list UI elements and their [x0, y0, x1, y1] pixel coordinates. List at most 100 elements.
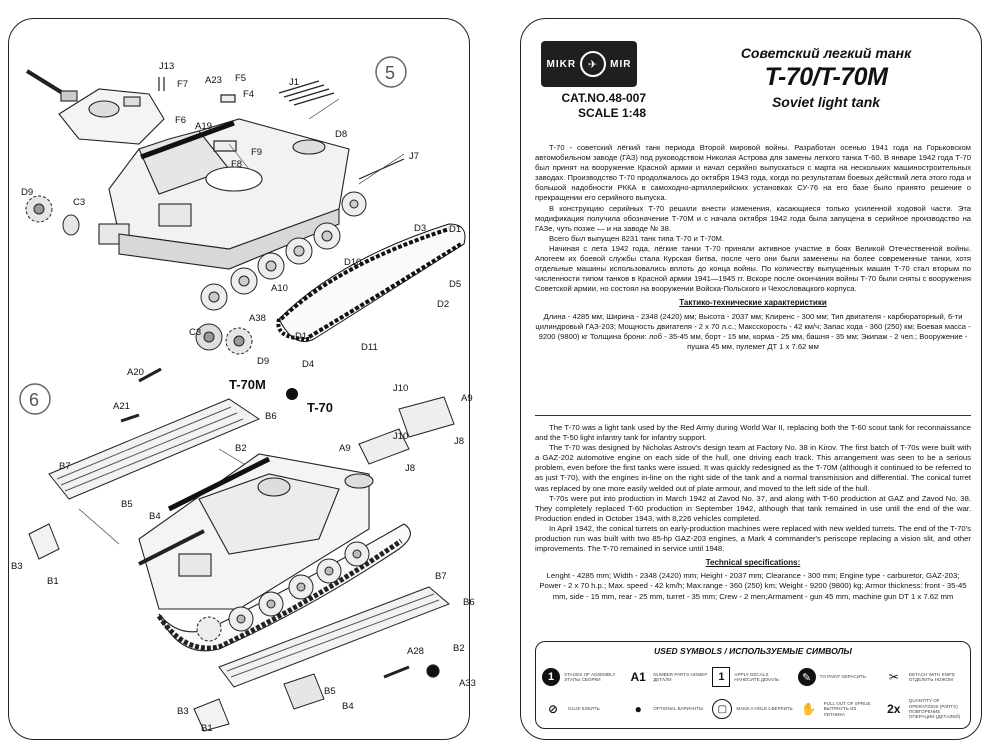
english-description: The T-70 was a light tank used by the Re…	[535, 423, 971, 602]
en-paragraph: T-70s were put into production in March …	[535, 493, 971, 523]
step5-part-label: A10	[271, 283, 288, 294]
scale-label: SCALE 1:48	[577, 106, 646, 120]
step5-part-label: J13	[159, 61, 174, 72]
step6-part-label: B6	[265, 411, 277, 422]
step5-part-label: F7	[177, 79, 188, 90]
small-parts-step5	[158, 77, 405, 180]
step6-part-label: J8	[405, 463, 415, 474]
en-paragraph: The T-70 was designed by Nicholas Astrov…	[535, 443, 971, 493]
symbol-description: OPTIONAL ВАРИАНТЫ	[653, 706, 704, 712]
catalog-number: CAT.NO.48-007	[561, 91, 646, 105]
symbol-description: QUANTITY OF OPERATIONS (PARTS) ПОВТОРЕНИ…	[908, 698, 961, 720]
step6-part-label: B1	[201, 723, 213, 734]
step5-part-label: A38	[249, 313, 266, 324]
hull-drawing-step5	[98, 118, 350, 270]
leader-lines	[78, 98, 405, 545]
symbol-item: 2x QUANTITY OF OPERATIONS (PARTS) ПОВТОРЕ…	[883, 694, 964, 724]
catalog-info: CAT.NO.48-007 SCALE 1:48	[541, 91, 646, 121]
step6-part-label: A9	[339, 443, 351, 454]
knife-icon: ✂	[888, 670, 899, 684]
step6-part-label: A20	[127, 367, 144, 378]
step5-part-label: A19	[195, 121, 212, 132]
symbol-description: PULL OUT OF SPRUE ВЫТЯНУТЬ ИЗ ЛИТНИКА	[823, 700, 871, 717]
glue-icon: ⊘	[547, 702, 559, 716]
en-paragraph: In April 1942, the conical turrets on ea…	[535, 523, 971, 554]
ru-paragraph: В конструкцию серийных Т-70 решили внест…	[535, 203, 971, 233]
step5-part-label: F4	[243, 89, 254, 100]
step6-part-label: B2	[453, 643, 465, 654]
step5-part-label: D11	[361, 342, 378, 353]
en-spec-heading: Technical specifications:	[705, 558, 801, 568]
step5-part-label: J7	[409, 151, 419, 162]
paint-icon: ✎	[797, 668, 816, 686]
step6-part-label: B3	[11, 561, 23, 572]
step6-part-label: B7	[59, 461, 71, 472]
ru-spec-text: Длина - 4285 мм; Ширина - 2348 (2420) мм…	[535, 311, 971, 351]
step6-part-label: B7	[435, 571, 447, 582]
step6-part-label: A33	[459, 678, 476, 689]
optional-icon: ●	[634, 702, 642, 716]
step6-part-label: B2	[235, 443, 247, 454]
step-5-marker	[375, 56, 407, 88]
symbol-description: STAGES OF ASSEMBLY ЭТАПЫ СБОРКИ	[564, 671, 616, 682]
road-wheels-step6	[196, 541, 370, 642]
symbol-item: ✎TO PAINT ОКРАСИТЬ	[797, 662, 879, 692]
variant-t70-label: T-70	[307, 400, 333, 415]
tank-drawing-step6	[138, 453, 411, 652]
instruction-page-right: MIKR ✈ MIR CAT.NO.48-007 SCALE 1:48 Сове…	[520, 18, 982, 740]
small-parts-step6	[120, 367, 440, 679]
step6-part-label: B5	[121, 499, 133, 510]
fuel-tank-drawings	[358, 396, 455, 465]
step6-part-label: B3	[177, 706, 189, 717]
ru-paragraph: Т-70 - советский лёгкий танк периода Вто…	[535, 143, 971, 203]
decal-icon: 1	[712, 667, 731, 687]
step5-part-label: D1	[449, 224, 461, 235]
step5-part-label: C3	[189, 327, 201, 338]
ru-paragraph: Всего был выпущен 8231 танк типа Т-70 и …	[549, 233, 724, 243]
logo-emblem-icon: ✈	[580, 51, 607, 77]
step5-part-label: F6	[175, 115, 186, 126]
en-spec-text: Lenght - 4285 mm; Width - 2348 (2420) mm…	[539, 571, 967, 601]
step5-part-label: D10	[344, 257, 361, 268]
symbol-item: ⊘GLUE КЛЕИТЬ	[542, 694, 623, 724]
step5-part-label: D8	[335, 129, 347, 140]
symbol-item: ✋PULL OUT OF SPRUE ВЫТЯНУТЬ ИЗ ЛИТНИКА	[798, 694, 879, 724]
step5-part-label: D9	[21, 187, 33, 198]
step5-part-label: D5	[449, 279, 461, 290]
title-block: Советский легкий танк T-70/T-70M Soviet …	[691, 45, 961, 110]
symbol-item: ▢MAKE A HOLE СВЕРЛИТЬ	[712, 694, 793, 724]
symbol-description: TO PAINT ОКРАСИТЬ	[819, 674, 866, 680]
sprocket-drawings	[25, 195, 253, 355]
step6-part-label: B5	[324, 686, 336, 697]
track-step5	[276, 223, 466, 342]
step5-part-label: C3	[73, 197, 85, 208]
step6-part-label: A28	[407, 646, 424, 657]
step-6-number: 6	[29, 390, 39, 410]
symbol-description: DETACH WITH KNIFE ОТДЕЛИТЬ НОЖОМ	[908, 671, 956, 682]
step6-part-label: A9	[461, 393, 473, 404]
variant-t70m-label: T-70M	[229, 377, 266, 392]
step6-part-label: B4	[149, 511, 161, 522]
part-number-icon: A1	[630, 670, 646, 684]
section-divider	[535, 415, 971, 416]
assembly-diagram: 5	[11, 56, 476, 734]
symbol-item: ✂ DETACH WITH KNIFE ОТДЕЛИТЬ НОЖОМ	[883, 662, 964, 692]
step6-part-label: B6	[463, 597, 475, 608]
turret-drawing	[25, 69, 165, 145]
ru-paragraph: Начиная с лета 1942 года, лёгкие танки Т…	[535, 243, 971, 294]
variant-switch-icon	[286, 388, 298, 400]
step6-part-label: B4	[342, 701, 354, 712]
symbols-title: USED SYMBOLS / ИСПОЛЬЗУЕМЫЕ СИМВОЛЫ	[654, 646, 852, 656]
quantity-icon: 2x	[887, 702, 901, 716]
step5-part-label: F5	[235, 73, 246, 84]
russian-description: Т-70 - советский лёгкий танк периода Вто…	[535, 143, 971, 352]
step5-part-label: D4	[302, 359, 314, 370]
step6-part-label: J10	[393, 383, 408, 394]
step5-part-label: D1	[295, 331, 307, 342]
step6-part-label: J8	[454, 436, 464, 447]
en-paragraph: The T-70 was a light tank used by the Re…	[535, 423, 971, 443]
